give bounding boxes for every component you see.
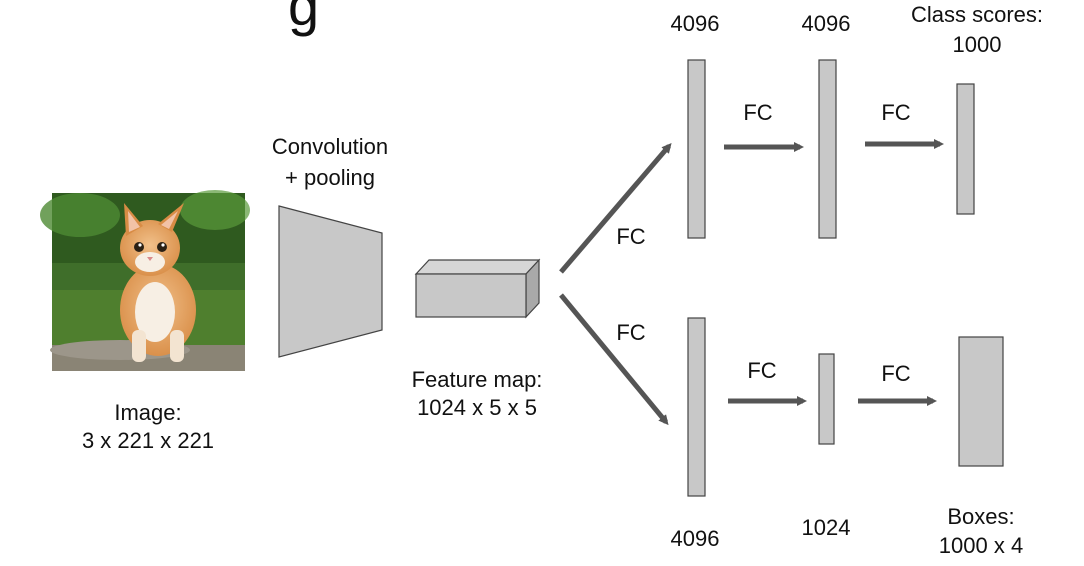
fc-label-class-2: FC (881, 100, 911, 125)
image-label-line2: 3 x 221 x 221 (81, 428, 215, 453)
box-fc1-layer (687, 317, 706, 497)
feature-map-block (414, 258, 541, 319)
title-fragment: g (288, 0, 320, 37)
fc-label-box-1: FC (747, 358, 777, 383)
feature-map-label-line1: Feature map: (411, 367, 543, 392)
conv-label-line1: Convolution (271, 134, 389, 159)
fc-label-branch-top: FC (616, 224, 646, 249)
class-scores-layer (956, 83, 975, 215)
fc-label-class-1: FC (743, 100, 773, 125)
class-fc2-layer (818, 59, 837, 239)
boxes-label-line1: Boxes: (947, 504, 1015, 529)
class-scores-label-line2: 1000 (952, 32, 1002, 57)
class-fc2-size: 4096 (801, 11, 851, 36)
conv-pooling-block (278, 205, 383, 358)
fc-label-box-2: FC (881, 361, 911, 386)
class-scores-label-line1: Class scores: (910, 2, 1044, 27)
boxes-output-layer (958, 336, 1004, 467)
box-fc1-size: 4096 (670, 526, 720, 551)
feature-map-label-line2: 1024 x 5 x 5 (417, 395, 537, 420)
branch-arrow-top (559, 142, 672, 274)
kitten-image (40, 190, 250, 371)
image-label-line1: Image: (114, 400, 182, 425)
branch-arrow-bottom (559, 293, 669, 426)
fc-label-branch-bottom: FC (616, 320, 646, 345)
conv-label-line2: + pooling (285, 165, 375, 190)
box-fc2-size: 1024 (801, 515, 851, 540)
box-fc2-layer (818, 353, 835, 445)
boxes-label-line2: 1000 x 4 (938, 533, 1024, 558)
class-fc1-size: 4096 (670, 11, 720, 36)
class-fc1-layer (687, 59, 706, 239)
